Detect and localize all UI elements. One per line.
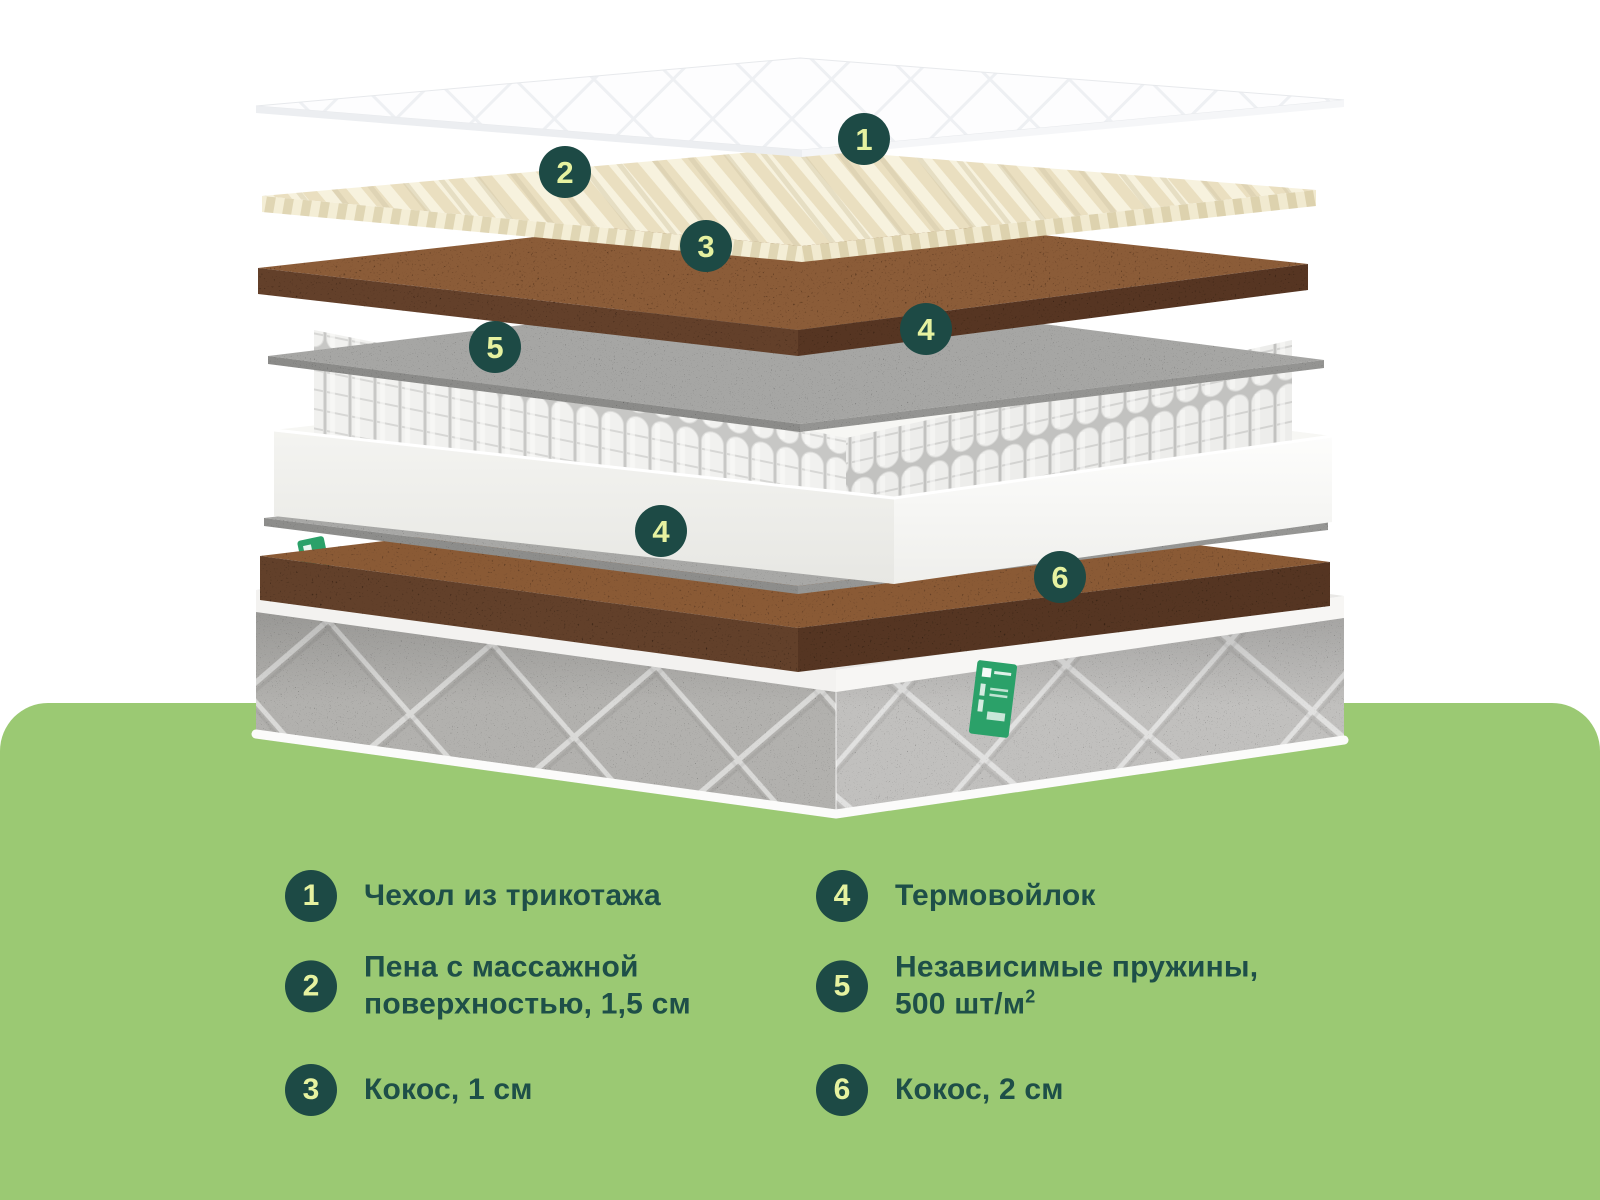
legend-item-coconut-1: 3 Кокос, 1 см	[285, 1064, 533, 1116]
legend-item-felt: 4 Термовойлок	[816, 870, 1096, 922]
legend-label-felt: Термовойлок	[895, 878, 1096, 912]
legend-badge-6: 6	[816, 1064, 868, 1116]
legend-badge-4: 4	[816, 870, 868, 922]
marker-6-coconut: 6	[1034, 551, 1086, 603]
layer-massage-foam	[262, 148, 1316, 262]
marker-4-felt-upper: 4	[900, 303, 952, 355]
legend-badge-3: 3	[285, 1064, 337, 1116]
legend-label-cover: Чехол из трикотажа	[364, 878, 661, 912]
layer-foam-box-front	[273, 428, 1333, 584]
legend-item-cover: 1 Чехол из трикотажа	[285, 870, 661, 922]
marker-3-coconut: 3	[680, 220, 732, 272]
legend-label-coconut-1: Кокос, 1 см	[364, 1072, 533, 1106]
legend-item-springs: 5 Независимые пружины,500 шт/м2	[816, 949, 1258, 1022]
legend-item-coconut-2: 6 Кокос, 2 см	[816, 1064, 1064, 1116]
marker-1-cover: 1	[838, 113, 890, 165]
legend-badge-5: 5	[816, 960, 868, 1012]
marker-5-springs: 5	[469, 321, 521, 373]
legend-label-springs: Независимые пружины,500 шт/м2	[895, 950, 1259, 1020]
layer-cover	[255, 57, 1345, 157]
marker-2-foam: 2	[539, 146, 591, 198]
legend-label-coconut-2: Кокос, 2 см	[895, 1072, 1064, 1106]
legend-badge-2: 2	[285, 960, 337, 1012]
marker-4-felt-lower: 4	[635, 505, 687, 557]
brand-tag-large	[968, 660, 1018, 738]
legend-badge-1: 1	[285, 870, 337, 922]
mattress-exploded-view	[251, 57, 1349, 819]
